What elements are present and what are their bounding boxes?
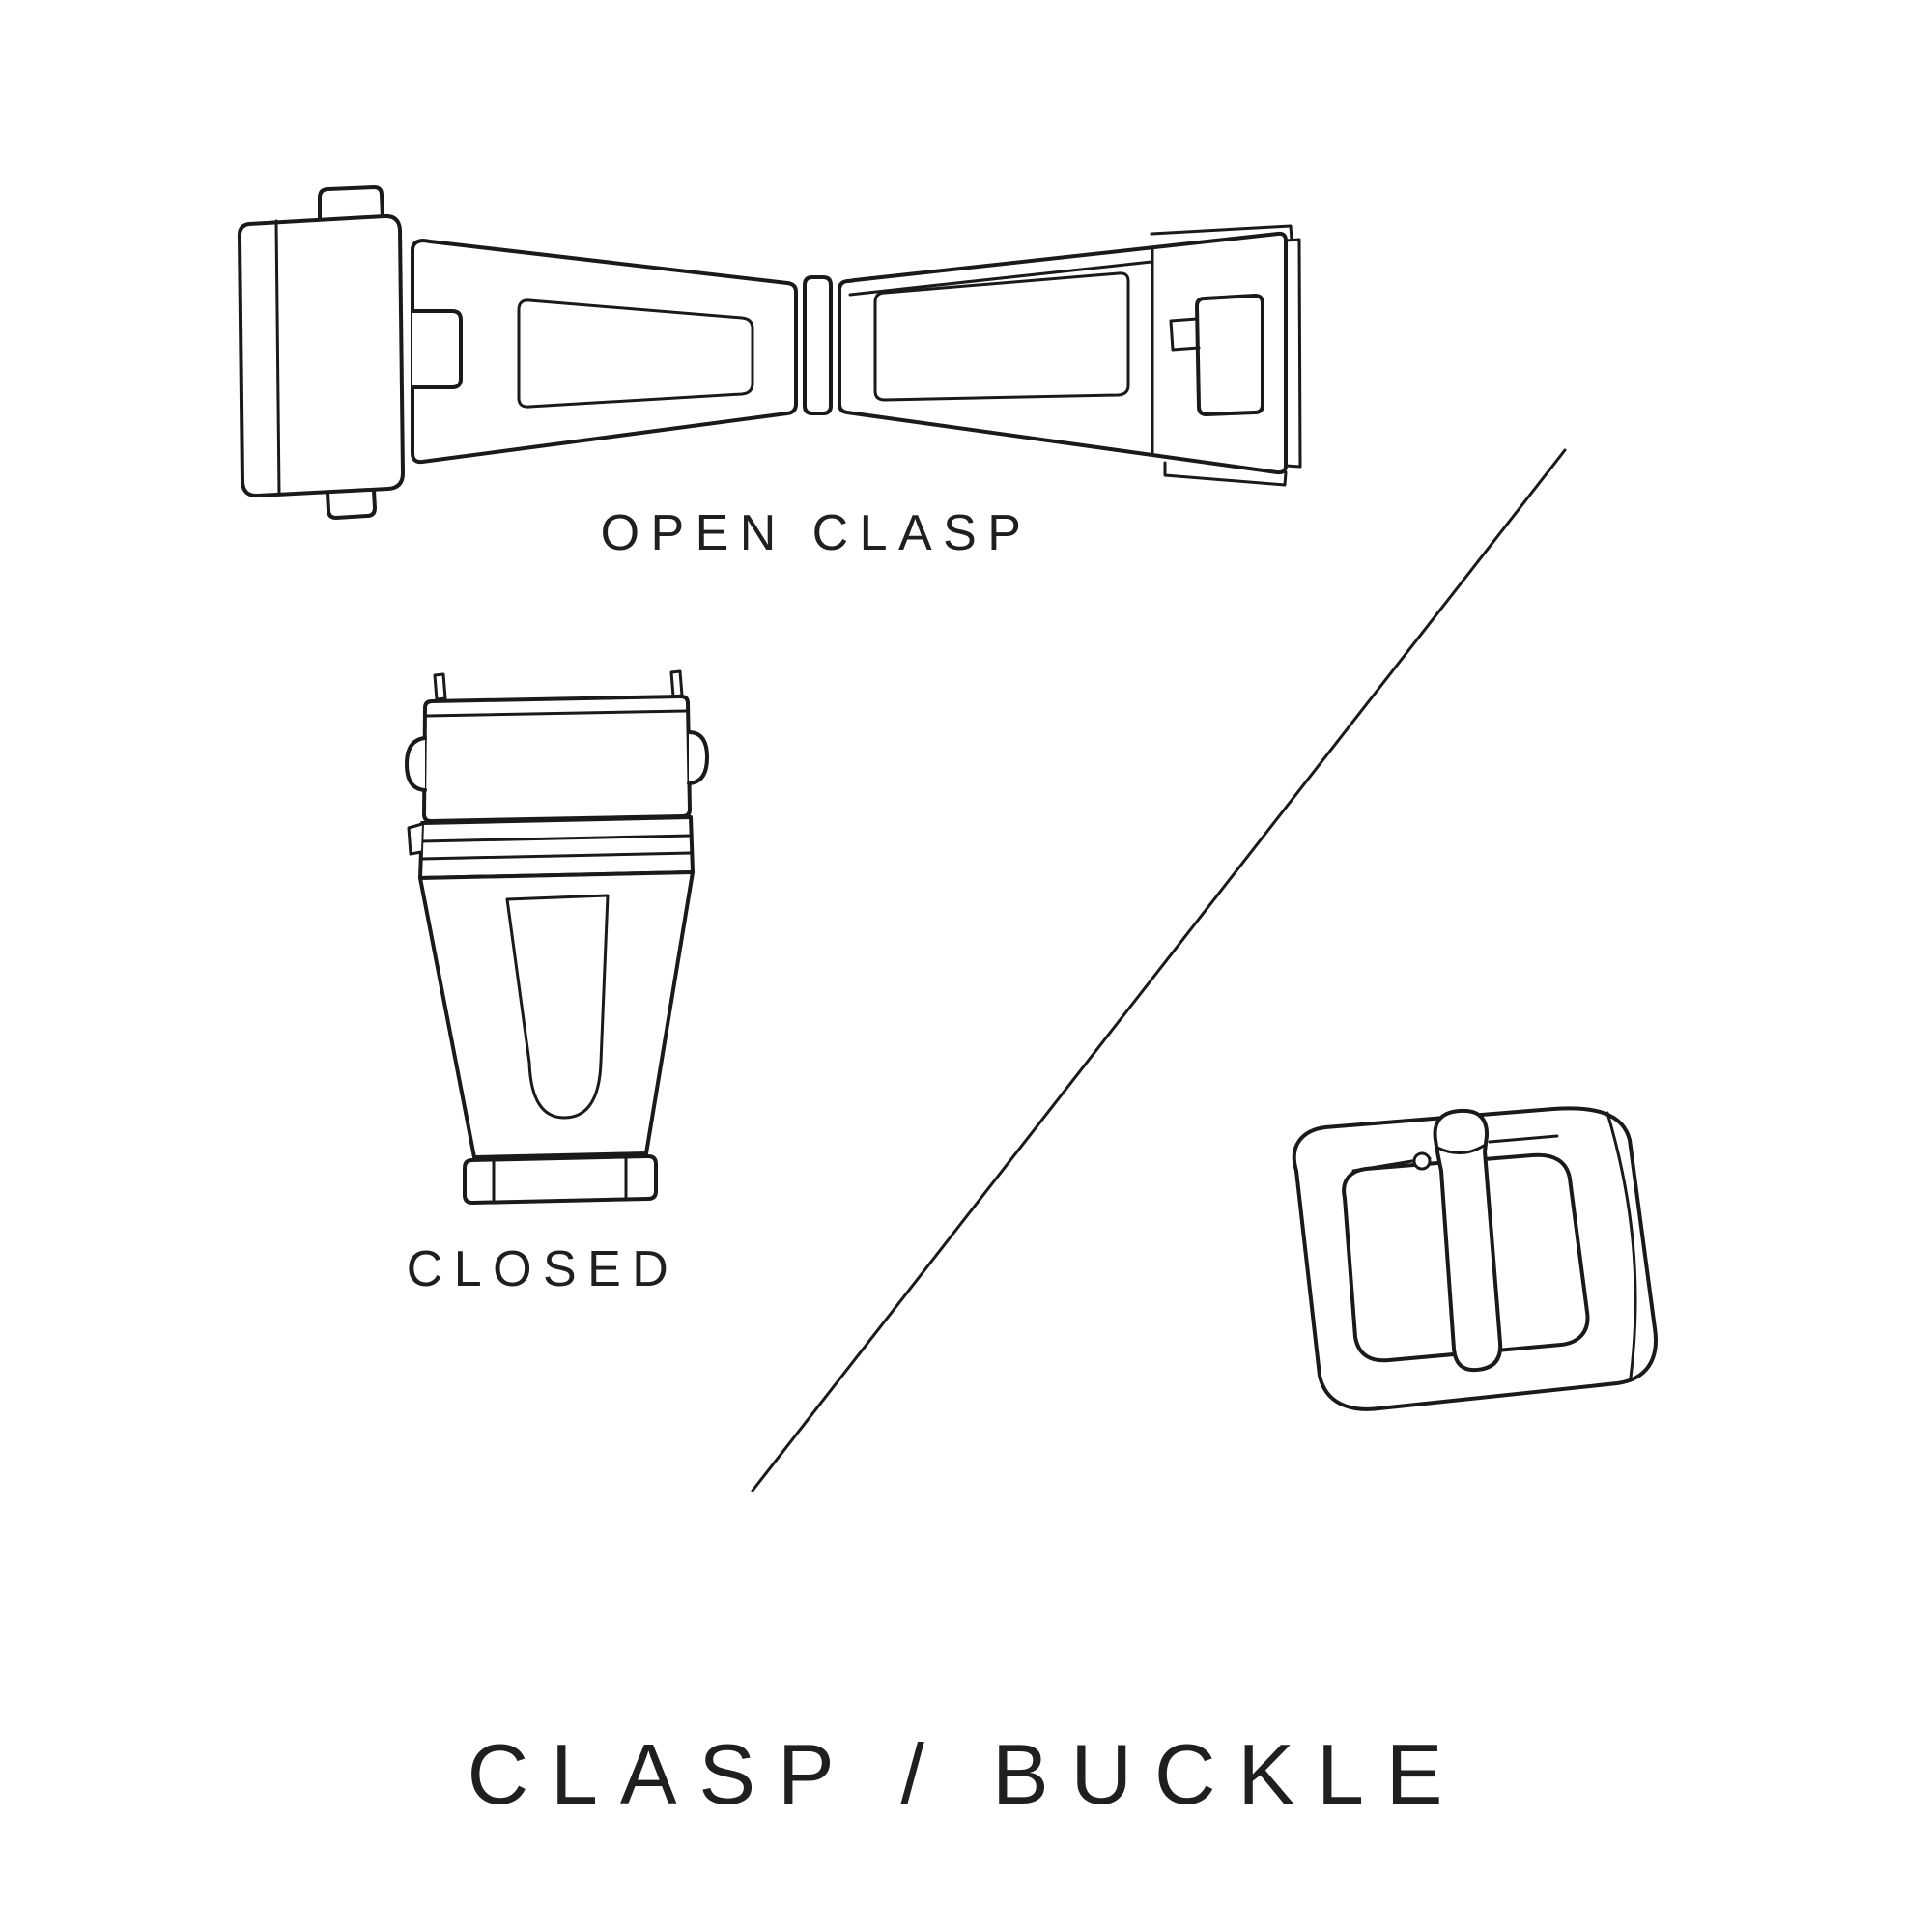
closed-clasp-ear-right	[687, 730, 709, 785]
closed-clasp-inner-channel	[505, 894, 610, 1120]
closed-clasp-body	[418, 870, 695, 1159]
open-clasp-label: OPEN CLASP	[600, 505, 1033, 561]
closed-clasp-ear-left	[405, 736, 427, 792]
right-link-hole	[1195, 294, 1264, 416]
right-link-top-lip	[1150, 224, 1293, 242]
right-link-hook-step	[1169, 317, 1201, 352]
tang-buckle-illustration	[1292, 1106, 1658, 1411]
closed-clasp-illustration	[405, 669, 709, 1205]
open-clasp-right-arm	[838, 231, 1288, 475]
left-link-edge-line	[274, 219, 281, 496]
closed-clasp-label: CLOSED	[406, 1241, 680, 1297]
right-link-foot	[1163, 461, 1288, 487]
closed-clasp-head-line	[425, 709, 688, 718]
buckle-tongue-loop-line	[1435, 1144, 1486, 1154]
open-clasp-illustration	[237, 185, 1302, 520]
closed-clasp-band-line-1	[419, 834, 694, 843]
right-link-edge	[1284, 238, 1302, 469]
left-link-top-tab	[318, 185, 384, 220]
buckle-spring-coil	[1412, 1151, 1432, 1171]
right-arm-top-strip	[848, 260, 1153, 297]
right-arm-inner-outline	[873, 271, 1130, 402]
center-hinge	[803, 275, 833, 415]
closed-clasp-foot	[463, 1154, 658, 1205]
left-arm-inner-outline	[517, 298, 754, 409]
diagonal-divider	[751, 448, 1567, 1492]
open-clasp-left-link	[237, 185, 405, 520]
open-clasp-left-arm	[411, 239, 798, 465]
closed-clasp-prong-left	[433, 672, 447, 701]
tang-buckle-drawing	[1292, 1106, 1658, 1411]
left-arm-body	[411, 239, 798, 465]
closed-clasp-drawing	[405, 669, 709, 1205]
left-link-body	[237, 213, 405, 498]
left-arm-notch	[411, 309, 463, 389]
page-title: CLASP / BUCKLE	[467, 1726, 1465, 1822]
left-link-bottom-tab	[326, 489, 377, 520]
open-clasp-right-link	[1150, 224, 1302, 487]
buckle-right-band-curve	[1605, 1111, 1637, 1379]
buckle-tongue	[1433, 1108, 1503, 1373]
closed-clasp-band-line-2	[419, 851, 694, 861]
closed-clasp-corner-tab	[407, 822, 424, 856]
buckle-bar-right-segment	[1488, 1134, 1559, 1144]
right-arm-body	[838, 231, 1288, 475]
